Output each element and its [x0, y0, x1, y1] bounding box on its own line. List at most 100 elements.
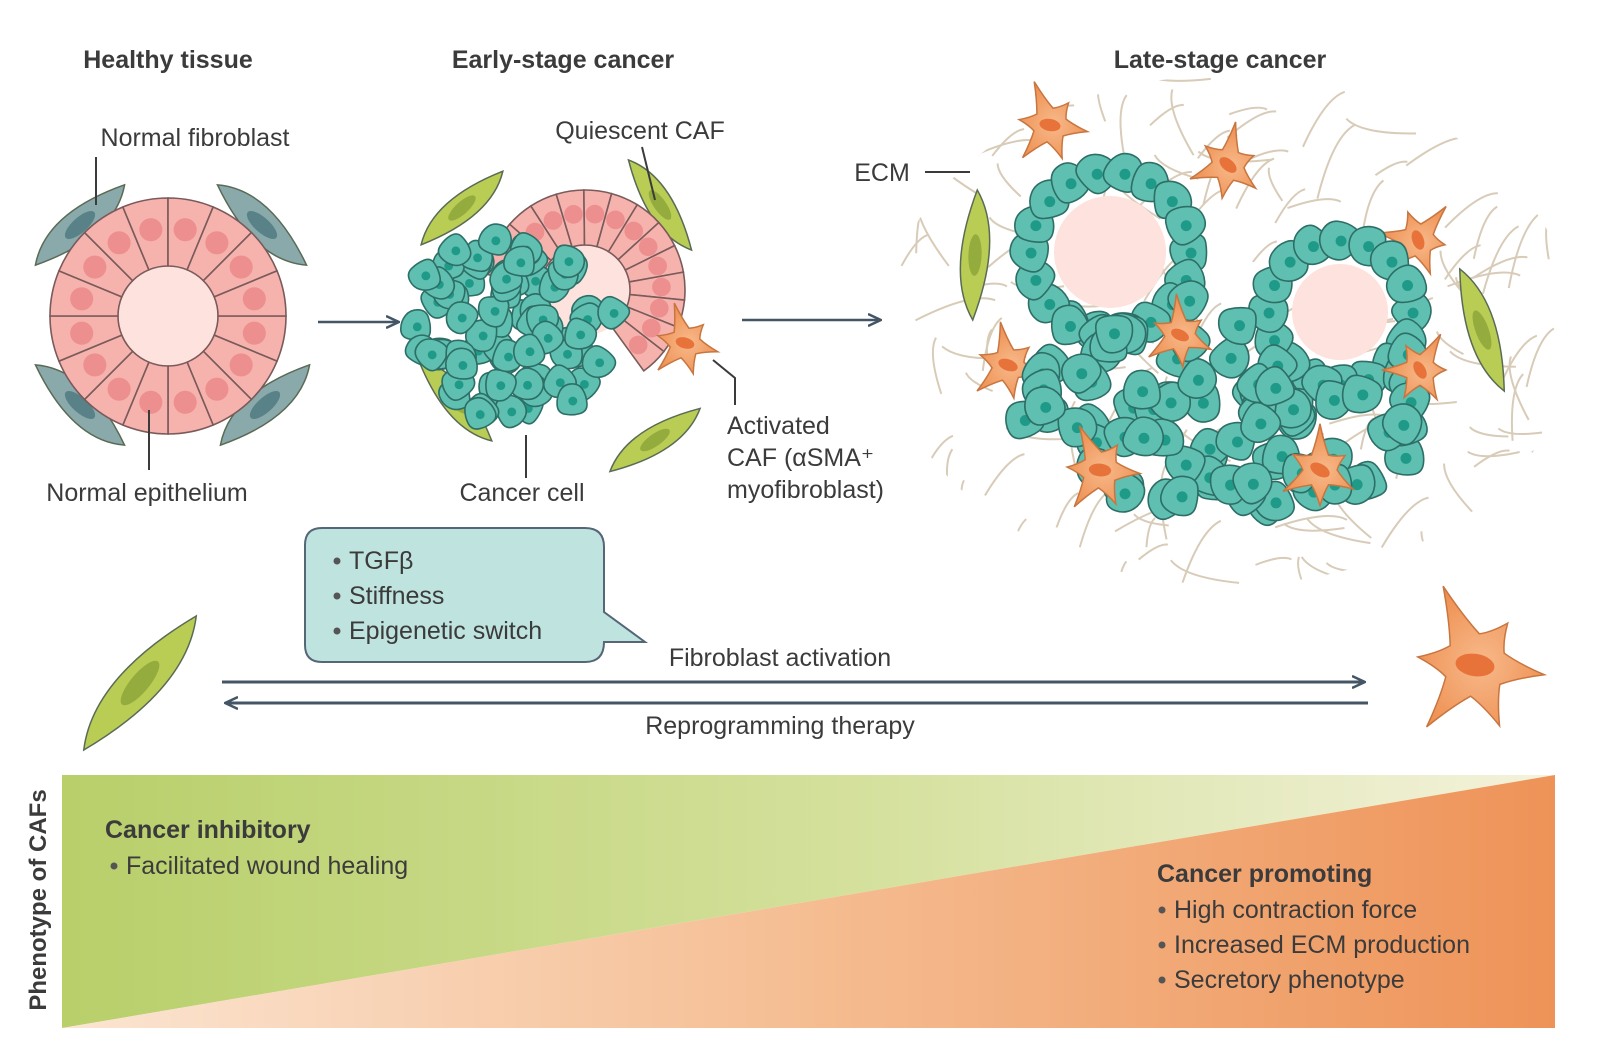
ecm-fiber: [965, 522, 975, 585]
ecm-fiber: [1170, 89, 1195, 156]
quiescent-caf: [608, 407, 702, 473]
activated-caf-label-1: Activated: [727, 412, 830, 440]
ecm-fiber: [1497, 556, 1530, 585]
ecm-fiber: [916, 168, 931, 201]
fibroblast-activation-label: Fibroblast activation: [669, 644, 891, 672]
ecm-fiber: [1444, 244, 1481, 281]
activated-caf: [1064, 425, 1143, 508]
quiescent-caf-label: Quiescent CAF: [555, 117, 725, 145]
ecm-fiber: [1000, 528, 1059, 564]
ecm-fiber: [945, 448, 954, 509]
inhibitory-item: Facilitated wound healing: [126, 852, 408, 880]
ecm-fiber: [996, 578, 1030, 585]
ecm-fiber: [886, 561, 928, 585]
ecm-fiber: [1405, 136, 1469, 167]
ecm-fiber: [1469, 426, 1509, 438]
ecm-fiber: [1022, 534, 1039, 569]
ecm-fiber: [960, 479, 972, 535]
late-tumor-mass: [1005, 152, 1432, 527]
ecm-fiber: [1179, 519, 1222, 585]
callout-item: TGFβ: [349, 547, 413, 575]
activated-caf: [976, 321, 1045, 401]
callout-item: Epigenetic switch: [349, 617, 542, 645]
ecm-fiber: [1119, 94, 1128, 157]
ecm-fiber: [1300, 556, 1357, 584]
early-cancer-cells: [399, 223, 631, 430]
ecm-fiber: [991, 128, 1025, 157]
reprogramming-therapy-label: Reprogramming therapy: [645, 712, 915, 740]
ecm-fiber: [996, 163, 1022, 198]
ecm-fiber: [1491, 77, 1515, 100]
ecm-fiber: [931, 337, 943, 395]
cancer-promoting-title: Cancer promoting: [1157, 860, 1372, 888]
ecm-fiber: [1467, 450, 1520, 458]
ecm-fiber: [1497, 427, 1543, 436]
activated-caf-label-2: CAF (αSMA⁺: [727, 444, 874, 472]
promoting-wedge: [62, 775, 1555, 1028]
ecm-fiber: [1545, 213, 1552, 260]
ecm-fiber: [1274, 188, 1306, 224]
ecm-fiber: [1374, 160, 1408, 177]
ecm-fiber: [1076, 564, 1139, 585]
late-quiescent-cafs: [959, 188, 1506, 393]
ecm-label: ECM: [854, 159, 910, 187]
early-activated-caf: [655, 302, 721, 377]
quiescent-caf-icon: [82, 614, 198, 752]
late-stage-title: Late-stage cancer: [1114, 46, 1327, 74]
activated-caf: [1415, 585, 1548, 729]
inhibitory-bullet: [110, 862, 118, 870]
ecm-fiber: [1518, 557, 1575, 567]
healthy-tissue-panel: Healthy tissue Normal fibroblast Normal …: [34, 46, 311, 507]
ecm-fiber: [1482, 225, 1520, 295]
ecm-fiber: [957, 550, 1040, 570]
quiescent-caf: [420, 169, 504, 247]
activated-caf: [1381, 333, 1448, 402]
activated-caf: [1148, 293, 1214, 370]
ecm-fiber: [1255, 556, 1292, 566]
ecm-fiber: [1055, 492, 1079, 528]
activated-caf: [1016, 81, 1091, 161]
ecm-fiber: [1508, 356, 1530, 421]
early-stage-title: Early-stage cancer: [452, 46, 675, 74]
promoting-item: Increased ECM production: [1174, 931, 1470, 959]
ecm-fiber: [885, 91, 966, 124]
transition-arrows: Fibroblast activation Reprogramming ther…: [82, 585, 1548, 752]
ecm-fiber: [1510, 499, 1543, 519]
ecm-fiber: [991, 526, 1023, 566]
ecm-fiber: [1504, 89, 1528, 164]
callout-bullet: [333, 627, 341, 635]
ecm-fiber: [1473, 449, 1510, 468]
phenotype-gradient: Phenotype of CAFs Cancer inhibitory Faci…: [25, 775, 1555, 1028]
ecm-fiber: [1499, 334, 1538, 386]
cancer-inhibitory-title: Cancer inhibitory: [105, 816, 311, 844]
callout-bullet: [333, 592, 341, 600]
healthy-tissue-title: Healthy tissue: [83, 46, 253, 74]
ecm-fiber: [1444, 192, 1498, 229]
ecm-fiber: [1531, 442, 1564, 454]
ecm-fiber: [1472, 255, 1528, 279]
ecm-fiber: [1316, 124, 1355, 199]
activated-caf-icon: [1415, 585, 1548, 729]
ecm-fiber: [1380, 496, 1429, 549]
ecm-fiber: [1149, 103, 1184, 127]
ecm-fiber: [1252, 240, 1278, 263]
ecm-fiber: [1297, 556, 1313, 585]
phenotype-axis-label: Phenotype of CAFs: [25, 789, 52, 1010]
promoting-item: High contraction force: [1174, 896, 1417, 924]
ecm-fiber: [1096, 81, 1107, 122]
normal-epithelium-label: Normal epithelium: [46, 479, 247, 507]
late-activated-cafs: [976, 81, 1447, 401]
ecm-fiber: [1228, 106, 1268, 116]
ecm-fiber: [915, 133, 978, 195]
activated-caf: [655, 302, 721, 377]
ecm-fiber: [900, 233, 929, 267]
ecm-fiber: [1358, 562, 1389, 585]
promoting-item: Secretory phenotype: [1174, 966, 1405, 994]
ecm-fiber: [1447, 271, 1521, 288]
normal-epithelium-ring: [49, 197, 287, 435]
ecm-fiber: [1007, 518, 1027, 585]
ecm-fiber: [1525, 327, 1555, 388]
activated-caf-label-3: myofibroblast): [727, 476, 884, 504]
ecm-fiber: [885, 118, 942, 128]
